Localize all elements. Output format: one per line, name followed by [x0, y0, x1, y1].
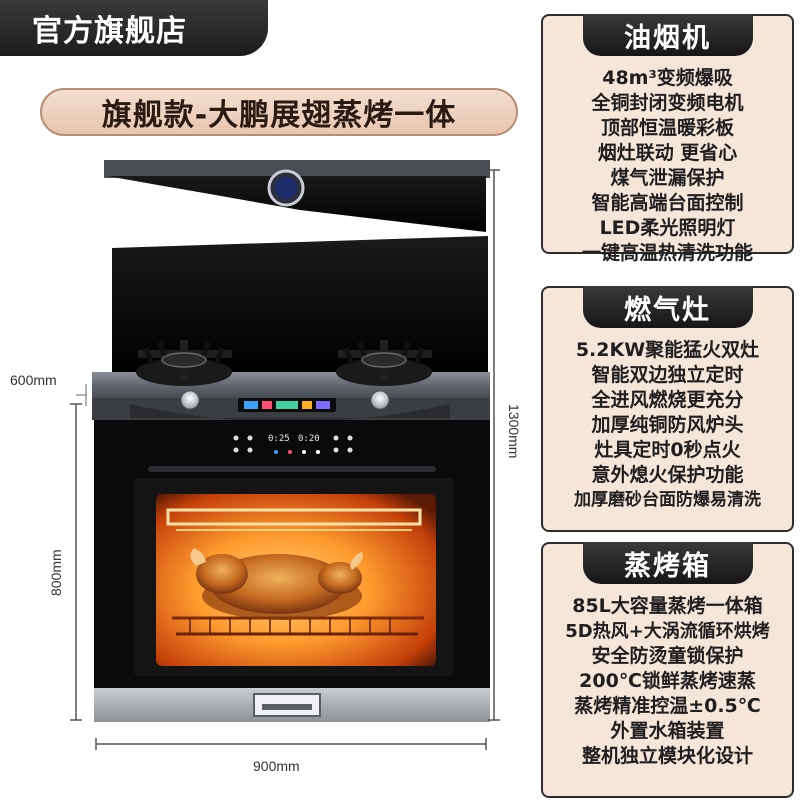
feature-card-title: 油烟机: [582, 14, 753, 56]
feature-line: 85L大容量蒸烤一体箱: [572, 595, 763, 617]
burner-left: [136, 340, 232, 386]
feature-line: 整机独立模块化设计: [581, 745, 753, 767]
model-banner-label: 旗舰款-大鹏展翅蒸烤一体: [101, 98, 457, 133]
feature-line: 全进风燃烧更充分: [591, 389, 744, 411]
feature-line: 智能高端台面控制: [591, 192, 744, 214]
dim-total-height: [488, 169, 500, 721]
store-tag-label: 官方旗舰店: [32, 14, 187, 49]
steam-oven: 0:25 0:20: [94, 420, 490, 688]
feature-card-title: 蒸烤箱: [582, 542, 753, 584]
dim-cabinet-height: [70, 403, 82, 721]
feature-card-hood: 油烟机 48m³变频爆吸 全铜封闭变频电机 顶部恒温暖彩板 烟灶联动 更省心 煤…: [541, 14, 794, 264]
feature-line: 加厚磨砂台面防爆易清洗: [574, 490, 761, 510]
roast-chicken: [190, 548, 363, 620]
feature-card-oven: 蒸烤箱 85L大容量蒸烤一体箱 5D热风+大涡流循环烘烤 安全防烫童锁保护 20…: [541, 542, 794, 798]
feature-line: 安全防烫童锁保护: [591, 645, 744, 667]
feature-card-title: 燃气灶: [582, 286, 753, 328]
feature-line: 蒸烤精准控温±0.5℃: [574, 695, 761, 717]
feature-line: 200℃锁鲜蒸烤速蒸: [579, 670, 756, 692]
feature-line: 48m³变频爆吸: [602, 67, 733, 89]
dim-depth-label: 600mm: [10, 372, 57, 388]
dim-total-height-label: 1300mm: [506, 404, 522, 459]
bottom-drawer: [94, 688, 490, 722]
oven-timer-left: 0:25: [268, 434, 290, 444]
dim-cabinet-height-label: 800mm: [48, 549, 64, 596]
feature-line: 意外熄火保护功能: [591, 464, 744, 486]
appliance-illustration: 0:25 0:20: [70, 160, 500, 750]
gas-stove: [92, 340, 490, 422]
oven-control-panel: 0:25 0:20: [233, 434, 353, 454]
oven-timer-right: 0:20: [298, 434, 320, 444]
feature-line: 烟灶联动 更省心: [597, 142, 738, 164]
knob-left-icon: [180, 390, 200, 410]
feature-line: 5.2KW聚能猛火双灶: [575, 339, 760, 361]
store-tag: 官方旗舰店: [0, 0, 268, 56]
feature-line: 5D热风+大涡流循环烘烤: [565, 621, 770, 642]
feature-line: 外置水箱装置: [610, 720, 725, 742]
feature-card-stove: 燃气灶 5.2KW聚能猛火双灶 智能双边独立定时 全进风燃烧更充分 加厚纯铜防风…: [541, 286, 794, 532]
feature-line: 顶部恒温暖彩板: [600, 117, 734, 139]
feature-line: 全铜封闭变频电机: [591, 92, 744, 114]
burner-right: [336, 340, 432, 386]
feature-line: 灶具定时0秒点火: [594, 439, 741, 461]
feature-line: LED柔光照明灯: [599, 217, 736, 239]
back-glass-panel: [112, 236, 488, 372]
feature-line: 加厚纯铜防风炉头: [591, 414, 744, 436]
feature-line: 智能双边独立定时: [591, 364, 744, 386]
feature-line: 一键高温热清洗功能: [581, 242, 753, 264]
knob-right-icon: [370, 390, 390, 410]
dim-width: [95, 738, 487, 750]
dim-width-label: 900mm: [253, 758, 300, 774]
feature-line: 煤气泄漏保护: [610, 167, 725, 189]
range-hood: [104, 160, 490, 232]
model-banner: 旗舰款-大鹏展翅蒸烤一体: [40, 88, 518, 136]
